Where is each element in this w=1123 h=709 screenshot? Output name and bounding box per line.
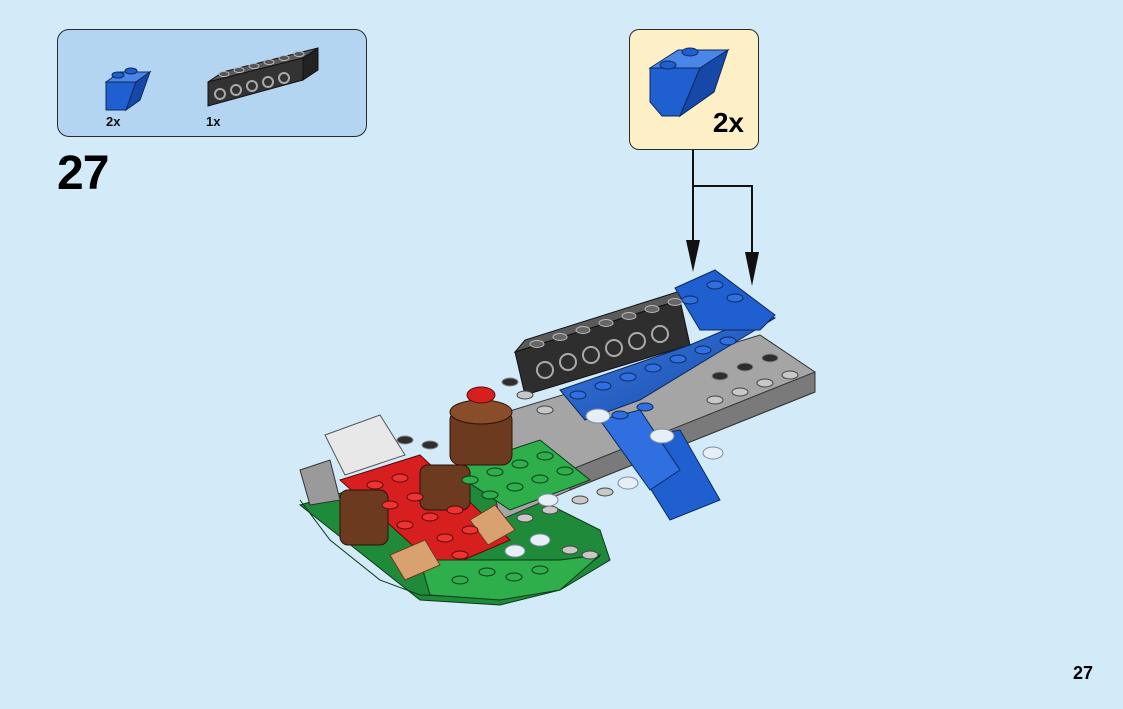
placement-arrows <box>693 150 752 262</box>
arrow-head-left <box>686 240 700 272</box>
model-build <box>300 270 815 605</box>
arrow-head-right <box>745 252 759 286</box>
red-stud <box>467 387 495 403</box>
page-number: 27 <box>1073 663 1093 684</box>
